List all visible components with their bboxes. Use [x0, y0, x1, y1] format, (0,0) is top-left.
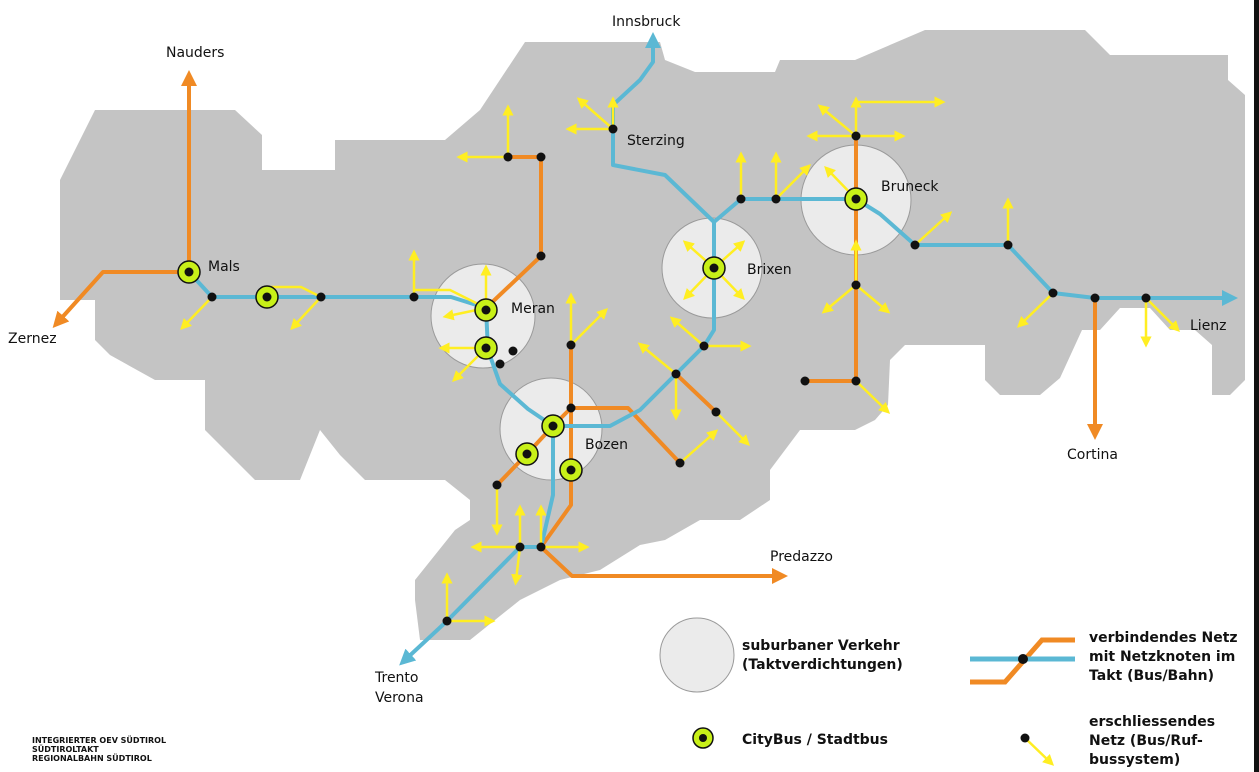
legend-connecting: verbindendes Netz mit Netzknoten im Takt…	[970, 630, 1238, 685]
label-zernez: Zernez	[8, 331, 57, 347]
yellow-lines	[180, 96, 1180, 627]
citybus-bozen-3	[559, 458, 583, 482]
label-brixen: Brixen	[747, 262, 792, 278]
credits: INTEGRIERTER OEV SÜDTIROL SÜDTIROLTAKT R…	[32, 735, 166, 763]
label-trento: Trento	[374, 670, 418, 686]
citybus-bruneck	[844, 187, 868, 211]
svg-text:INTEGRIERTER OEV SÜDTIROL: INTEGRIERTER OEV SÜDTIROL	[32, 735, 166, 745]
legend-suburban: suburbaner Verkehr (Taktverdichtungen)	[659, 617, 903, 693]
svg-text:mit Netzknoten im: mit Netzknoten im	[1089, 649, 1235, 665]
citybus-mals	[177, 260, 201, 284]
citybus-mals-2	[255, 285, 279, 309]
legend-feeder: erschliessendes Netz (Bus/Ruf- bussystem…	[1020, 714, 1215, 768]
label-verona: Verona	[375, 690, 424, 706]
line-predazzo	[539, 545, 788, 584]
edge-bar	[1254, 0, 1259, 772]
line-klausen-east	[674, 372, 718, 414]
citybus-bozen-2	[515, 442, 539, 466]
svg-text:verbindendes Netz: verbindendes Netz	[1089, 630, 1238, 646]
citybus-bozen	[541, 414, 565, 438]
svg-text:Netz (Bus/Ruf-: Netz (Bus/Ruf-	[1089, 733, 1203, 749]
svg-text:CityBus / Stadtbus: CityBus / Stadtbus	[742, 732, 888, 748]
legend-citybus: CityBus / Stadtbus	[692, 727, 888, 749]
svg-text:SÜDTIROLTAKT: SÜDTIROLTAKT	[32, 744, 99, 754]
svg-text:Takt (Bus/Bahn): Takt (Bus/Bahn)	[1089, 668, 1214, 684]
label-meran: Meran	[511, 301, 555, 317]
svg-text:suburbaner Verkehr: suburbaner Verkehr	[742, 638, 900, 654]
label-mals: Mals	[208, 259, 240, 275]
citybus-meran-2	[474, 336, 498, 360]
label-bruneck: Bruneck	[881, 179, 939, 195]
line-bozen-trento	[399, 424, 555, 666]
label-nauders: Nauders	[166, 45, 224, 61]
label-sterzing: Sterzing	[627, 133, 685, 149]
line-zernez	[52, 270, 191, 328]
network-nodes	[207, 124, 1151, 626]
citybus-nodes	[177, 187, 868, 482]
region-shape	[60, 30, 1245, 640]
line-sarntal	[539, 406, 573, 549]
citybus-brixen	[702, 256, 726, 280]
line-innsbruck-lienz	[187, 40, 716, 428]
label-bozen: Bozen	[585, 437, 628, 453]
citybus-meran	[474, 298, 498, 322]
label-predazzo: Predazzo	[770, 549, 833, 565]
label-innsbruck: Innsbruck	[612, 14, 681, 30]
svg-text:erschliessendes: erschliessendes	[1089, 714, 1215, 730]
label-lienz: Lienz	[1190, 318, 1227, 334]
line-bozen-east	[551, 406, 682, 465]
svg-text:REGIONALBAHN SÜDTIROL: REGIONALBAHN SÜDTIROL	[32, 753, 152, 763]
label-cortina: Cortina	[1067, 447, 1118, 463]
line-meran-north	[484, 155, 543, 310]
svg-text:bussystem): bussystem)	[1089, 752, 1180, 768]
svg-text:(Taktverdichtungen): (Taktverdichtungen)	[742, 657, 903, 673]
